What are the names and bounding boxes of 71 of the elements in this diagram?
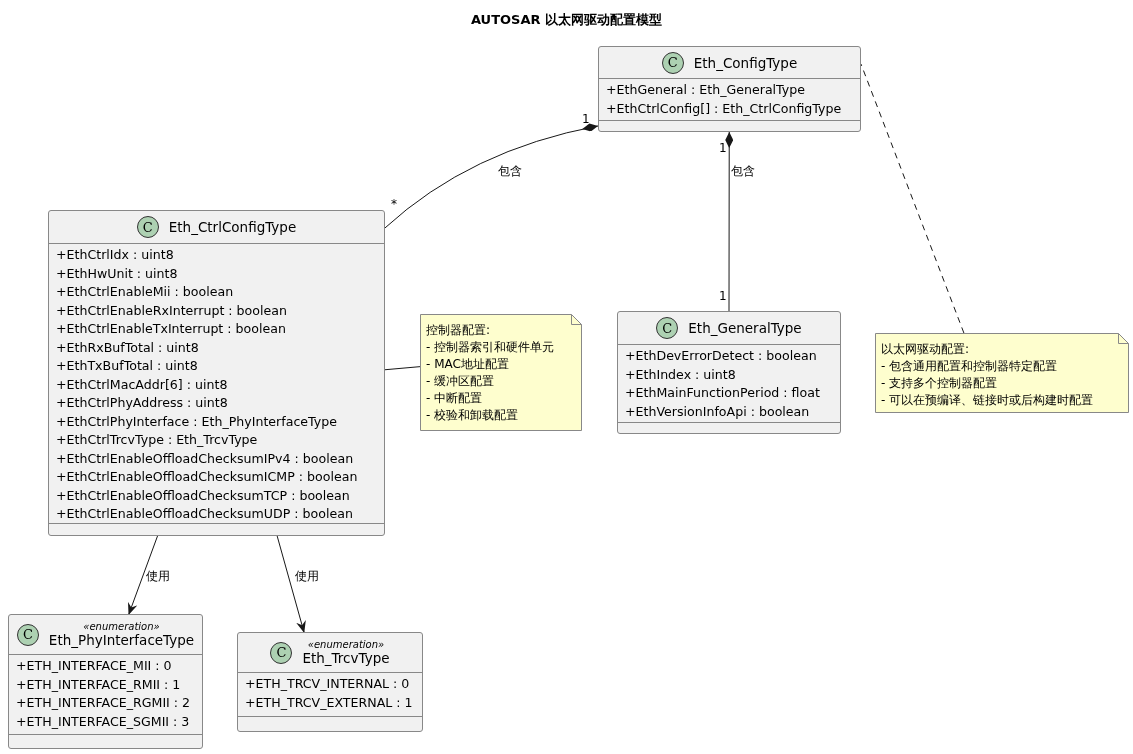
class-name: Eth_GeneralType (688, 320, 802, 336)
class-box (617, 311, 841, 434)
note-text: - MAC地址配置 (426, 356, 509, 373)
multiplicity: * (391, 197, 397, 211)
class-box (48, 210, 385, 536)
attribute: +ETH_INTERFACE_RMII : 1 (16, 675, 181, 694)
note-text: - 控制器索引和硬件单元 (426, 339, 555, 356)
note-text: - 支持多个控制器配置 (881, 375, 998, 392)
attribute: +EthGeneral : Eth_GeneralType (606, 81, 806, 99)
attribute: +EthCtrlMacAddr[6] : uint8 (56, 375, 228, 394)
diagram-title: AUTOSAR 以太网驱动配置模型 (470, 11, 663, 29)
stereotype: «enumeration» (82, 621, 161, 632)
attribute: +EthCtrlConfig[] : Eth_CtrlConfigType (606, 99, 842, 118)
attribute: +EthMainFunctionPeriod : float (625, 384, 820, 402)
attribute: +EthHwUnit : uint8 (56, 264, 178, 283)
attribute: +EthRxBufTotal : uint8 (56, 338, 199, 357)
note-text: - 中断配置 (426, 390, 483, 407)
class-name: Eth_PhyInterfaceType (48, 632, 195, 648)
stereotype: «enumeration» (306, 639, 386, 650)
attribute: +EthIndex : uint8 (625, 365, 736, 384)
attribute: +EthCtrlIdx : uint8 (56, 246, 174, 264)
note-text: 以太网驱动配置: (881, 341, 970, 358)
class-marker: C (656, 317, 679, 339)
attribute: +EthVersionInfoApi : boolean (625, 402, 810, 421)
attribute: +EthDevErrorDetect : boolean (625, 347, 817, 365)
enumeration-box (237, 632, 423, 732)
attribute: +EthCtrlEnableOffloadChecksumICMP : boolean (56, 468, 358, 486)
attribute: +EthCtrlEnableMii : boolean (56, 283, 234, 301)
note-text: - 校验和卸载配置 (426, 407, 519, 424)
note-text: - 包含通用配置和控制器特定配置 (881, 358, 1058, 375)
leader-line (384, 366, 421, 371)
attribute: +ETH_INTERFACE_SGMII : 3 (16, 712, 190, 731)
edge-label: 包含 (731, 164, 755, 178)
attribute: +ETH_TRCV_INTERNAL : 0 (245, 675, 410, 693)
attribute: +EthTxBufTotal : uint8 (56, 357, 198, 375)
composition-line (384, 123, 599, 229)
edge-label: 包含 (498, 164, 522, 178)
class-marker: C (661, 51, 684, 74)
arrow (128, 535, 159, 615)
attribute: +ETH_INTERFACE_RGMII : 2 (16, 694, 191, 712)
class-marker: C (136, 216, 159, 238)
attribute: +EthCtrlEnableOffloadChecksumTCP : boolean (56, 486, 350, 505)
multiplicity: 1 (719, 141, 727, 155)
edge-label: 使用 (295, 569, 319, 583)
note-text: - 缓冲区配置 (426, 373, 495, 390)
multiplicity: 1 (719, 289, 727, 303)
attribute: +EthCtrlEnableTxInterrupt : boolean (56, 320, 286, 338)
enumeration-box (8, 614, 203, 749)
note-text: - 可以在预编译、链接时或后构建时配置 (881, 392, 1094, 409)
attribute: +EthCtrlPhyInterface : Eth_PhyInterfaceType (56, 412, 337, 431)
class-name: Eth_CtrlConfigType (168, 219, 297, 235)
class-marker: C (16, 623, 39, 646)
composition-line (725, 131, 734, 312)
attribute: +EthCtrlEnableOffloadChecksumIPv4 : boolean (56, 449, 354, 468)
attribute: +ETH_TRCV_EXTERNAL : 1 (245, 693, 413, 712)
attribute: +ETH_INTERFACE_MII : 0 (16, 657, 172, 675)
note-connector (860, 63, 965, 334)
note-text: 控制器配置: (426, 322, 491, 339)
attribute: +EthCtrlEnableOffloadChecksumUDP : boolean (56, 505, 353, 523)
attribute: +EthCtrlTrcvType : Eth_TrcvType (56, 431, 258, 449)
arrow (276, 535, 306, 633)
attribute: +EthCtrlEnableRxInterrupt : boolean (56, 301, 287, 320)
class-box (598, 46, 861, 132)
edge-label: 使用 (146, 569, 170, 583)
class-marker: C (270, 641, 293, 664)
class-name: Eth_TrcvType (302, 650, 390, 666)
class-name: Eth_ConfigType (693, 54, 798, 71)
note-box (420, 314, 582, 431)
multiplicity: 1 (582, 112, 590, 126)
note-box (875, 333, 1129, 413)
attribute: +EthCtrlPhyAddress : uint8 (56, 394, 228, 412)
